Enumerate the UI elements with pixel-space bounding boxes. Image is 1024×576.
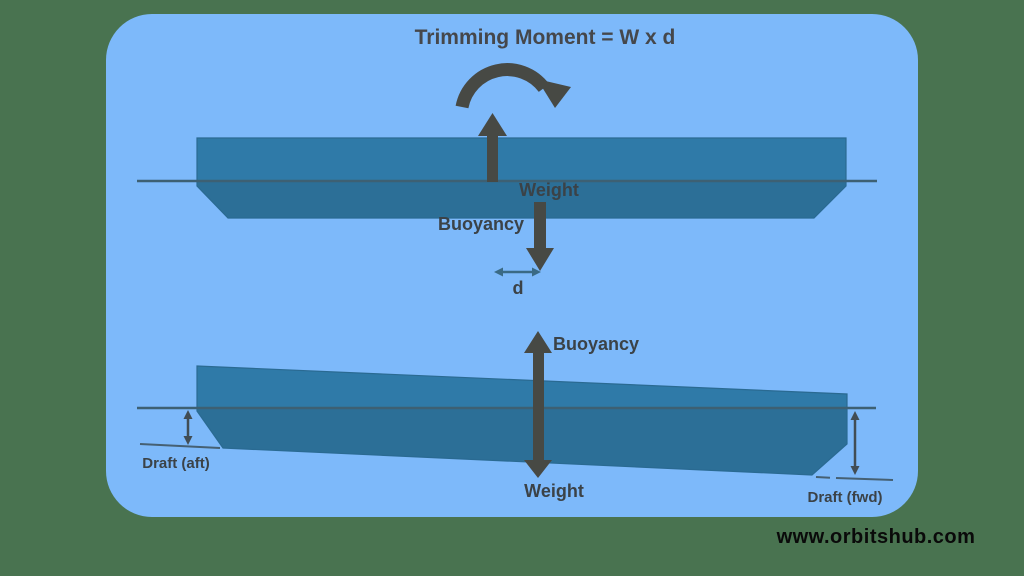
buoyancy-arrow xyxy=(524,331,552,408)
draft-fwd-label: Draft (fwd) xyxy=(807,489,883,506)
weight-arrow xyxy=(524,408,552,478)
even-keel-ship xyxy=(137,63,877,277)
draft-fwd-measure-arrow xyxy=(850,411,860,475)
title: Trimming Moment = W x d xyxy=(414,26,676,49)
weight-label: Weight xyxy=(524,481,584,501)
distance-d-label: d xyxy=(512,278,524,298)
hull-above-waterline xyxy=(196,365,848,409)
draft-fwd-baseline xyxy=(835,477,894,481)
draft-aft-baseline xyxy=(139,443,221,449)
trimmed-ship xyxy=(137,331,894,481)
buoyancy-label: Buoyancy xyxy=(552,334,640,354)
draft-aft-measure-arrow xyxy=(183,410,193,445)
hull-below-waterline xyxy=(196,407,848,476)
weight-arrow xyxy=(526,202,554,271)
buoyancy-label: Buoyancy xyxy=(437,214,525,234)
website-watermark: www.orbitshub.com xyxy=(776,526,976,548)
weight-label: Weight xyxy=(519,180,579,200)
hull-above-waterline xyxy=(196,137,847,182)
draft-fwd-baseline xyxy=(815,476,831,479)
draft-aft-label: Draft (aft) xyxy=(142,455,210,472)
buoyancy-arrow xyxy=(478,113,507,182)
trimming-moment-arrow xyxy=(455,63,571,109)
distance-d-arrow xyxy=(494,267,541,277)
